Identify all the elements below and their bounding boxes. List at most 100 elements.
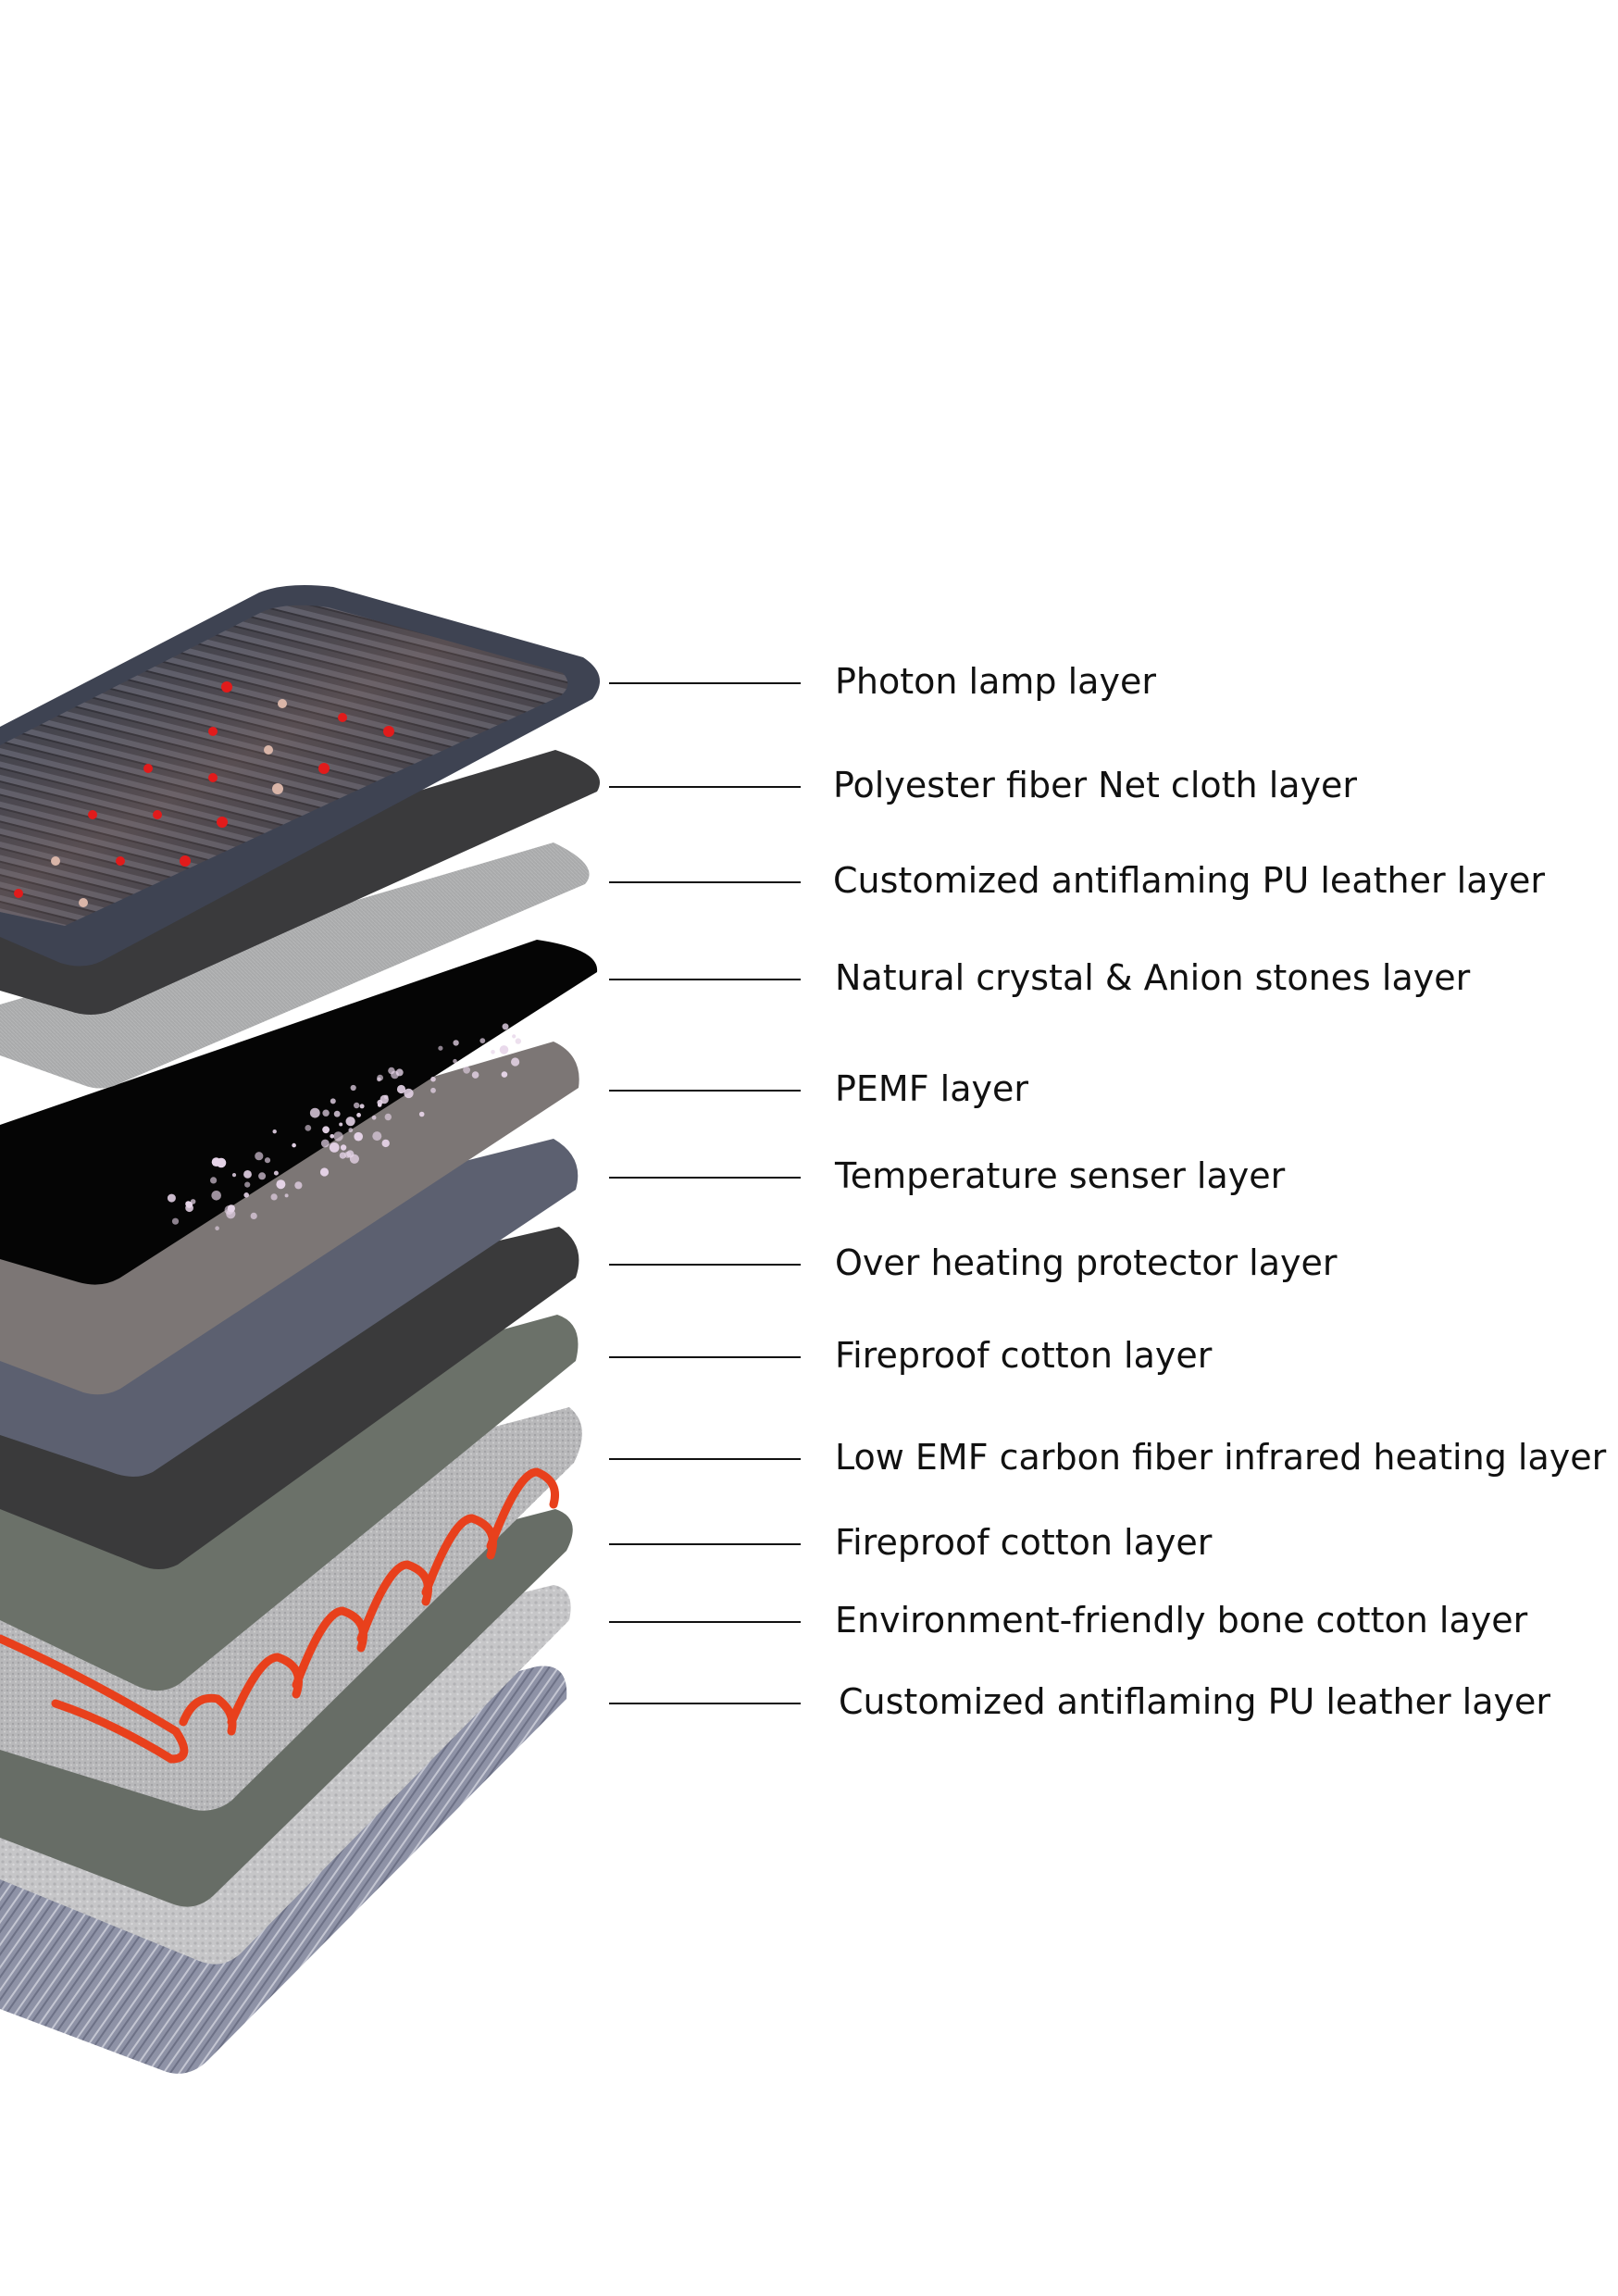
crystal-stone: [354, 1131, 364, 1142]
crystal-stone: [215, 1226, 219, 1230]
crystal-stone: [305, 1125, 312, 1131]
crystal-stone: [453, 1040, 459, 1046]
crystal-stone: [272, 1129, 277, 1134]
crystal-stone: [430, 1076, 436, 1082]
crystal-stone: [243, 1170, 252, 1179]
crystal-stone: [255, 1152, 264, 1161]
photon-lamp-dot: [14, 889, 23, 898]
layer-6-temperature-sensor: [0, 1139, 579, 1477]
layer-label-4: Natural crystal & Anion stones layer: [835, 957, 1471, 998]
photon-lamp-dot: [208, 727, 218, 736]
crystal-stone: [499, 1045, 509, 1054]
crystal-stone: [340, 1144, 347, 1151]
photon-lamp-dot: [272, 783, 283, 794]
crystal-stone: [391, 1070, 399, 1079]
photon-lamp-dot: [116, 856, 125, 866]
crystal-stone: [322, 1109, 330, 1117]
crystal-stone: [354, 1102, 360, 1109]
crystal-stone: [501, 1071, 508, 1078]
crystal-stone: [438, 1045, 443, 1051]
crystal-stone: [345, 1117, 355, 1127]
photon-lamp-dot: [208, 773, 218, 782]
crystal-stone: [350, 1084, 356, 1092]
crystal-stone: [502, 1023, 509, 1030]
layer-3-pu-leather: [0, 842, 590, 1089]
crystal-stone: [383, 1094, 389, 1100]
crystal-stone: [479, 1038, 486, 1043]
crystal-stone: [273, 1170, 279, 1176]
layer-label-1: Photon lamp layer: [835, 661, 1156, 702]
layer-label-2: Polyester fiber Net cloth layer: [833, 765, 1358, 805]
crystal-stone: [333, 1110, 341, 1117]
crystal-stone: [309, 1107, 320, 1118]
crystal-stone: [292, 1142, 296, 1148]
crystal-stone: [404, 1088, 414, 1099]
crystal-stone: [356, 1113, 361, 1117]
crystal-stone: [377, 1077, 381, 1082]
crystal-stone: [211, 1191, 221, 1201]
layer-label-8: Fireproof cotton layer: [835, 1335, 1213, 1376]
crystal-stone: [210, 1177, 218, 1184]
crystal-stone: [512, 1034, 517, 1039]
crystal-stone: [243, 1192, 250, 1198]
crystal-stone: [270, 1193, 278, 1201]
crystal-stone: [294, 1181, 303, 1190]
layer-label-3: Customized antiflaming PU leather layer: [833, 860, 1545, 901]
photon-lamp-dot: [153, 810, 162, 819]
layer-label-10: Fireproof cotton layer: [835, 1522, 1213, 1563]
layer-7-overheating-protector: [0, 1227, 579, 1569]
crystal-stone: [250, 1212, 257, 1219]
crystal-stone: [381, 1139, 390, 1148]
crystal-stone: [264, 1157, 271, 1164]
crystal-stone: [322, 1126, 330, 1134]
crystal-stone: [491, 1050, 495, 1054]
crystal-stone: [471, 1071, 479, 1079]
crystal-stone: [430, 1087, 436, 1093]
photon-lamp-dot: [51, 856, 60, 866]
layer-label-7: Over heating protector layer: [835, 1242, 1338, 1283]
crystal-stone: [333, 1131, 343, 1142]
crystal-stone: [339, 1152, 346, 1159]
layer-4-crystal-stones: [0, 940, 598, 1285]
crystal-stone: [349, 1154, 359, 1164]
crystal-stone: [258, 1172, 267, 1180]
photon-lamp-band: [0, 605, 568, 926]
leader-lines: [609, 682, 801, 1704]
photon-lamp-dot: [221, 681, 232, 693]
photon-lamp-dot: [264, 745, 273, 755]
crystal-stone: [185, 1201, 192, 1207]
photon-lamp-dot: [88, 810, 97, 819]
layer-label-11: Environment-friendly bone cotton layer: [835, 1600, 1528, 1641]
photon-lamp-dot: [338, 713, 347, 722]
layer-8-fireproof-cotton: [0, 1315, 579, 1691]
crystal-stone: [359, 1104, 365, 1109]
crystal-stone: [330, 1134, 335, 1139]
photon-lamp-dot: [180, 855, 191, 867]
heating-wire: [0, 1467, 559, 1764]
crystal-stone: [329, 1142, 340, 1153]
photon-lamps: [14, 681, 394, 907]
crystal-stone: [319, 1167, 330, 1177]
crystal-stone: [377, 1103, 382, 1107]
crystal-stone: [344, 1151, 351, 1158]
crystal-stone: [348, 1128, 354, 1133]
crystal-stone: [284, 1193, 289, 1198]
layer-label-12: Customized antiflaming PU leather layer: [839, 1681, 1550, 1722]
crystal-stone: [276, 1179, 286, 1190]
crystal-stone: [231, 1173, 237, 1178]
photon-lamp-dot: [217, 817, 228, 828]
crystal-stone: [371, 1115, 377, 1120]
layer-5-pemf: [0, 1042, 579, 1395]
crystal-stone: [330, 1098, 336, 1104]
crystal-stone: [384, 1113, 392, 1121]
crystal-stone: [453, 1058, 457, 1064]
crystal-stone: [515, 1038, 521, 1044]
crystal-stone: [171, 1217, 180, 1225]
crystal-stone: [339, 1122, 343, 1127]
crystal-stone: [227, 1204, 235, 1213]
photon-lamp-dot: [278, 699, 287, 708]
photon-lamp-dot: [383, 726, 394, 737]
crystal-stone: [511, 1057, 520, 1067]
crystal-stone: [320, 1139, 330, 1148]
